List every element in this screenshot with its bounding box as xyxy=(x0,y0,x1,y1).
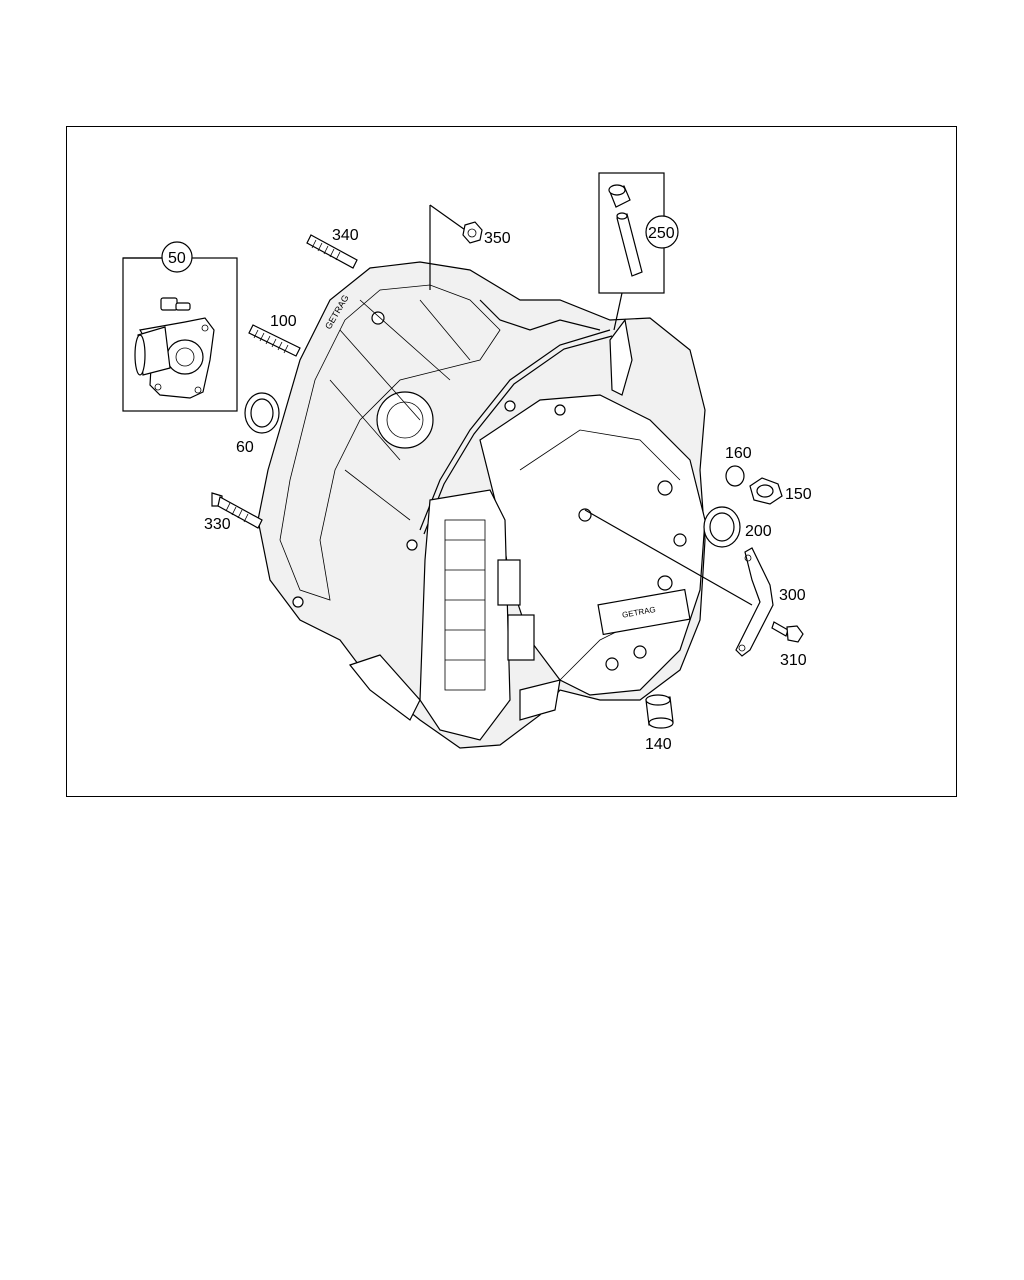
stud-icon xyxy=(248,324,301,357)
callout-140: 140 xyxy=(645,736,672,753)
callout-circle-50 xyxy=(161,241,193,273)
tube-icon xyxy=(616,213,643,277)
part-250-sensor-kit: 250 xyxy=(598,172,679,331)
callout-200: 200 xyxy=(745,523,772,540)
o-ring-icon xyxy=(725,465,745,487)
callout-60: 60 xyxy=(236,439,254,456)
diagram-frame xyxy=(66,126,957,797)
callout-50: 50 xyxy=(168,250,186,267)
part-330-bolt: 330 xyxy=(204,492,263,533)
part-310-bolt: 310 xyxy=(771,621,807,669)
callout-100: 100 xyxy=(270,313,297,330)
bolt-icon xyxy=(771,621,789,637)
callout-340: 340 xyxy=(332,227,359,244)
callout-350: 350 xyxy=(484,230,511,247)
part-140-plug: 140 xyxy=(645,694,674,753)
callout-300: 300 xyxy=(779,587,806,604)
part-340-stud: 340 xyxy=(306,227,359,269)
part-300-bracket: 300 xyxy=(584,509,806,657)
callout-circle-250 xyxy=(645,215,679,249)
stud-icon xyxy=(306,234,358,269)
callout-150: 150 xyxy=(785,486,812,503)
part-60-seal: 60 xyxy=(236,392,280,456)
callout-160: 160 xyxy=(725,445,752,462)
part-150-plug: 150 xyxy=(749,477,812,505)
bracket-icon xyxy=(735,547,774,657)
nut-icon xyxy=(462,221,483,244)
bolt-icon xyxy=(160,297,178,311)
callout-250: 250 xyxy=(648,225,675,242)
part-160-oring: 160 xyxy=(725,445,752,487)
part-200-shaft-seal: 200 xyxy=(703,506,772,548)
leader-line-300 xyxy=(584,509,753,606)
part-350-nut: 350 xyxy=(429,204,511,290)
callout-330: 330 xyxy=(204,516,231,533)
transmission-housing: GETRAG GETRAG xyxy=(257,261,706,749)
callout-310: 310 xyxy=(780,652,807,669)
part-100-stud: 100 xyxy=(248,313,301,357)
part-50-cover-kit: 50 xyxy=(122,241,238,412)
